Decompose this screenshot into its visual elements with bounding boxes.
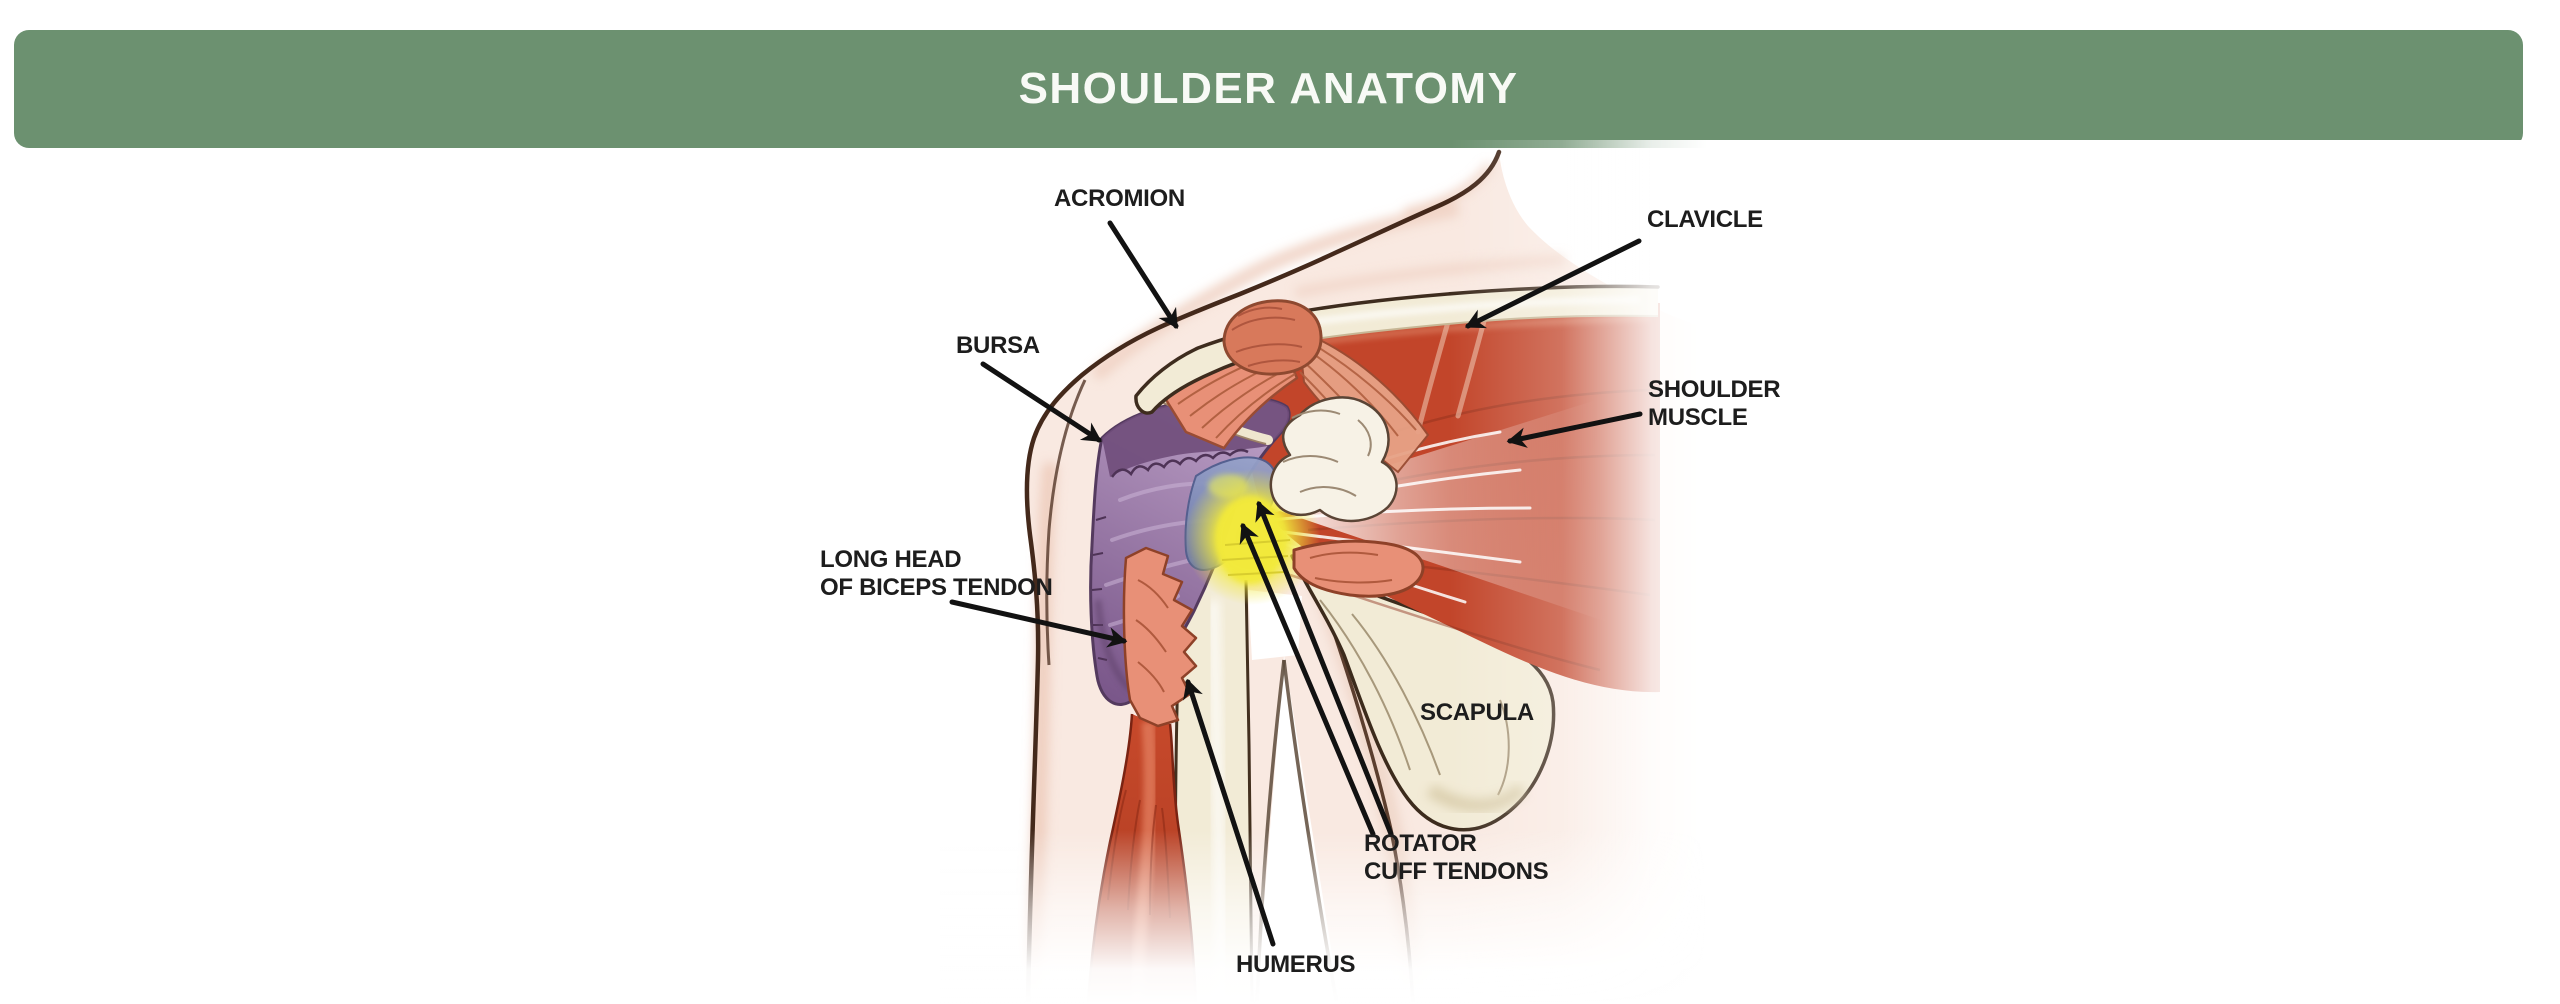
humerus-arrow <box>1183 678 1276 947</box>
label-bursa-text: BURSA <box>956 332 1040 359</box>
rotator-cuff-arrow-2 <box>1239 522 1376 837</box>
long-head-arrow <box>949 599 1128 648</box>
label-bursa: BURSA <box>956 332 1040 360</box>
label-clavicle-text: CLAVICLE <box>1647 206 1763 233</box>
label-scapula-text: SCAPULA <box>1420 699 1534 726</box>
label-humerus: HUMERUS <box>1236 951 1356 979</box>
label-rotator-cuff-tendons: ROTATOR CUFF TENDONS <box>1364 830 1549 885</box>
bottom-fade-overlay <box>940 830 1760 1004</box>
acromion-arrow <box>1107 220 1179 329</box>
label-humerus-text: HUMERUS <box>1236 951 1356 978</box>
label-scapula: SCAPULA <box>1420 699 1534 727</box>
bursa-arrow <box>980 361 1102 443</box>
axilla-gap <box>1248 590 1302 660</box>
label-acromion: ACROMION <box>1054 185 1185 213</box>
subscapularis-tendon <box>1122 539 1425 728</box>
label-long-head-of-biceps-tendon: LONG HEAD OF BICEPS TENDON <box>820 546 1053 601</box>
label-acromion-text: ACROMION <box>1054 185 1185 212</box>
leader-arrows <box>949 220 1643 947</box>
supraspinatus-muscle <box>1222 299 1323 376</box>
joint-capsule <box>1269 396 1398 523</box>
shoulder-muscle-arrow <box>1506 411 1643 448</box>
right-white <box>1740 140 2560 1004</box>
bursa-stitches <box>1091 516 1108 661</box>
label-clavicle: CLAVICLE <box>1647 206 1763 234</box>
page-title: SHOULDER ANATOMY <box>1018 64 1519 113</box>
label-shoulder-muscle: SHOULDER MUSCLE <box>1648 376 1781 431</box>
rotator-cuff-arrow-1 <box>1255 500 1394 837</box>
clavicle-arrow <box>1464 238 1642 329</box>
header-bar: SHOULDER ANATOMY <box>14 30 2523 148</box>
bursa-squiggle <box>1110 448 1249 478</box>
